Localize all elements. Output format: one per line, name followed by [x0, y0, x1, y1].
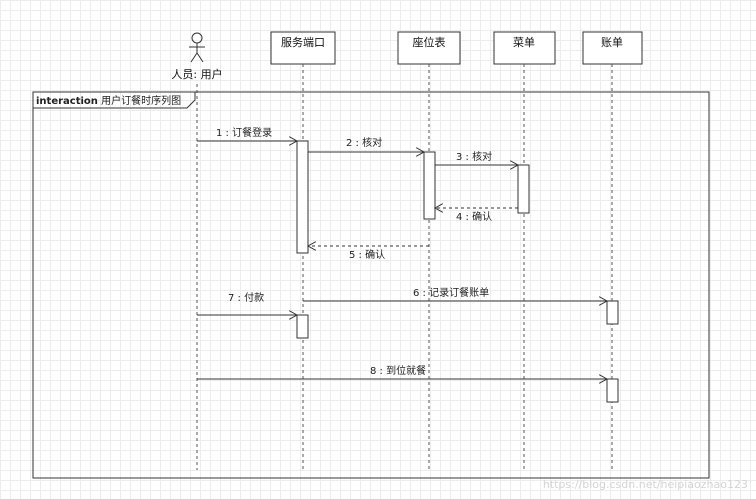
message-label-3: 3 : 核对	[456, 150, 492, 163]
message-label-8: 8 : 到位就餐	[370, 364, 426, 377]
participant-label-seat: 座位表	[413, 35, 446, 49]
activation-svc-1	[296, 140, 309, 254]
activation-bill-2	[606, 378, 619, 403]
frame-label: interaction 用户订餐时序列图	[36, 94, 181, 107]
participant-box-svc	[270, 31, 336, 65]
participant-box-menu	[493, 31, 556, 65]
participant-box-seat	[397, 31, 461, 65]
actor-label: 人员: 用户	[171, 67, 222, 81]
activation-bill-1	[606, 300, 619, 325]
message-label-2: 2 : 核对	[346, 136, 382, 149]
interaction-frame	[32, 91, 710, 479]
frame-label-tab	[33, 91, 196, 109]
message-label-4: 4 : 确认	[456, 210, 492, 223]
participant-label-bill: 账单	[601, 36, 623, 49]
activation-menu	[517, 164, 530, 214]
message-label-1: 1 : 订餐登录	[216, 126, 272, 139]
participant-label-menu: 菜单	[513, 36, 535, 49]
actor-icon	[189, 32, 205, 63]
message-label-7: 7 : 付款	[228, 291, 264, 304]
activation-svc-2	[296, 314, 309, 339]
activation-seat	[423, 151, 436, 220]
message-label-5: 5 : 确认	[349, 248, 385, 261]
message-label-6: 6 : 记录订餐账单	[413, 286, 489, 299]
participant-label-svc: 服务端口	[281, 36, 325, 49]
watermark: https://blog.csdn.net/heipiaozhao123	[543, 478, 748, 491]
